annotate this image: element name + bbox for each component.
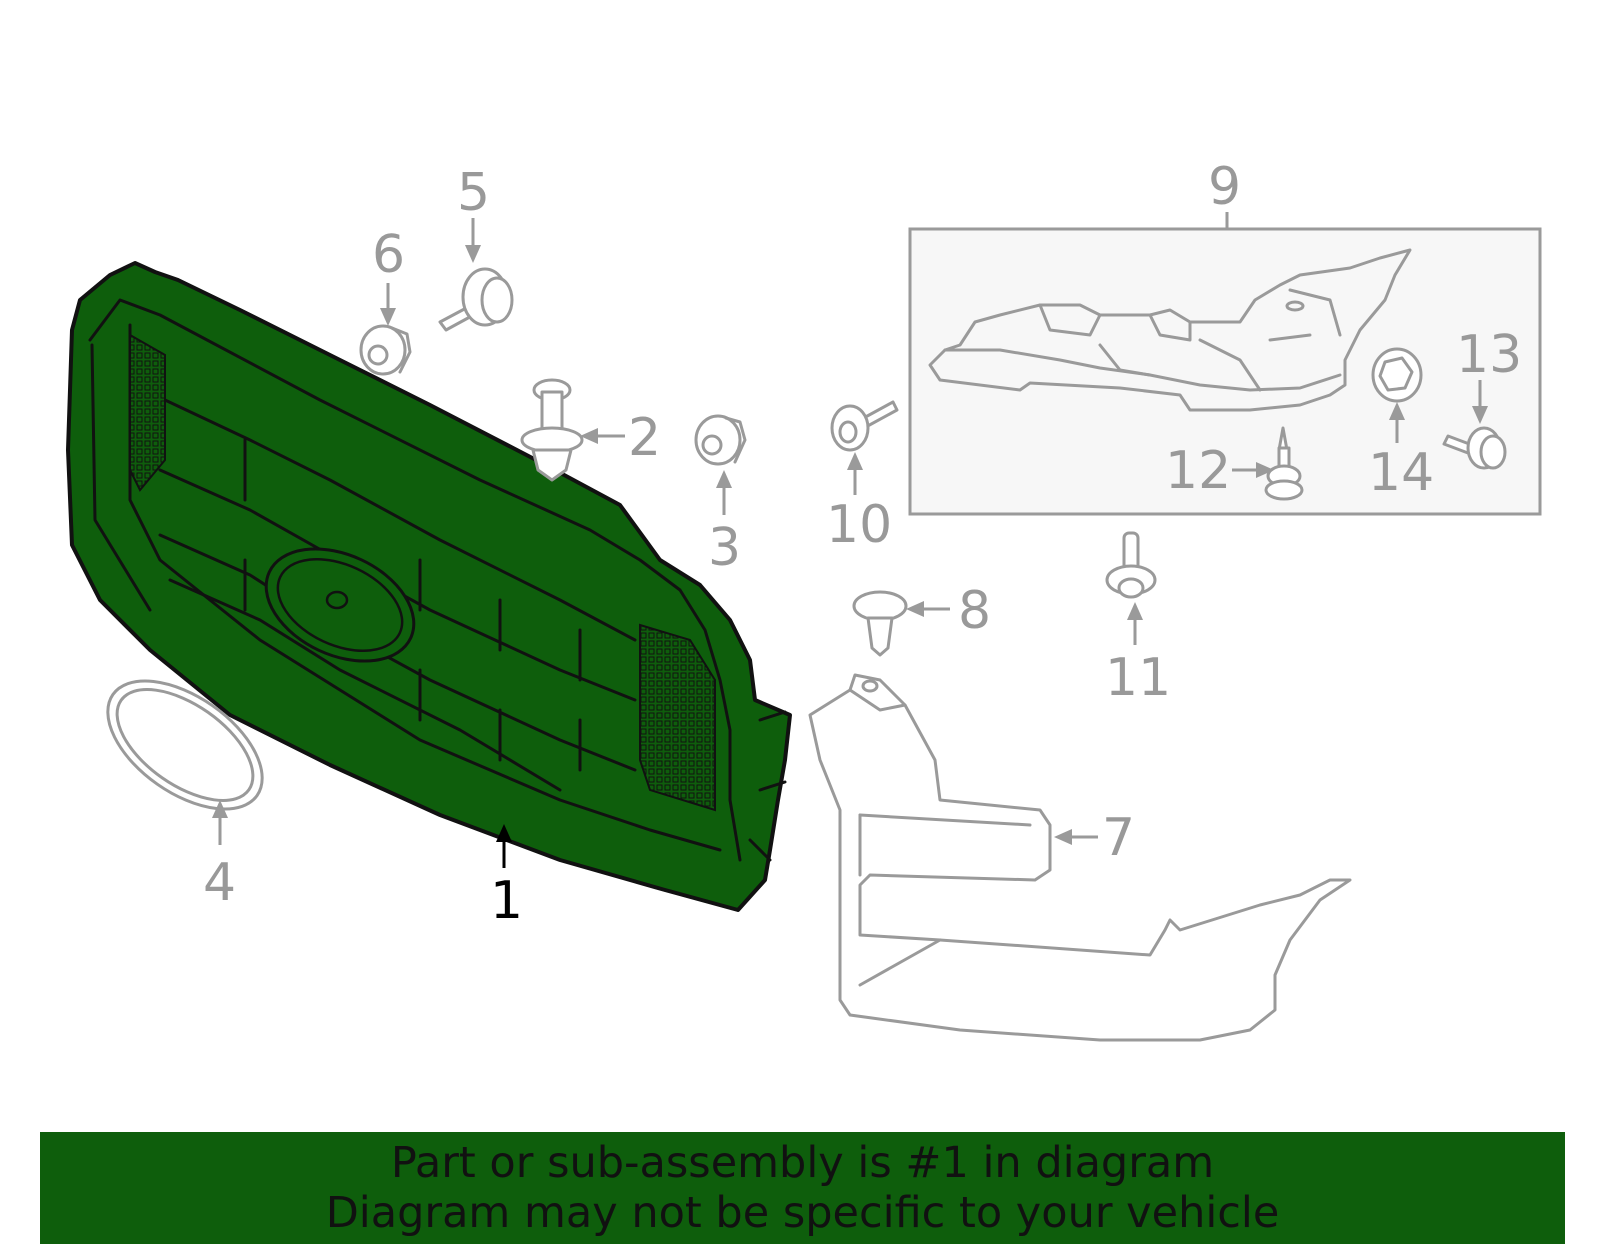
callout-5[interactable]: 5 (457, 163, 490, 223)
callout-14[interactable]: 14 (1368, 443, 1434, 503)
nut-part-3[interactable] (694, 414, 747, 466)
callout-11[interactable]: 11 (1105, 648, 1171, 708)
grille-part-1[interactable] (66, 261, 792, 912)
clip-part-8[interactable] (852, 590, 908, 657)
nut-part-14[interactable] (1371, 347, 1423, 403)
nut-part-6[interactable] (359, 324, 412, 376)
bolt-part-10[interactable] (830, 400, 899, 452)
callout-10[interactable]: 10 (826, 495, 892, 555)
callout-3[interactable]: 3 (708, 518, 741, 578)
callout-12[interactable]: 12 (1165, 441, 1231, 501)
bracket-part-7[interactable] (808, 673, 1352, 1042)
push-pin-part-2[interactable] (520, 378, 584, 482)
banner-line-disclaimer: Diagram may not be specific to your vehi… (325, 1188, 1280, 1238)
bolt-part-5[interactable] (438, 267, 514, 332)
callout-6[interactable]: 6 (372, 225, 405, 285)
stud-part-12[interactable] (1264, 426, 1304, 501)
callout-13[interactable]: 13 (1456, 325, 1522, 385)
bracket-assembly-part-9[interactable] (908, 227, 1542, 516)
callout-labels: 1 2 3 4 5 6 7 8 9 10 11 12 13 14 (203, 157, 1522, 931)
callout-7[interactable]: 7 (1102, 808, 1135, 868)
callout-9[interactable]: 9 (1208, 157, 1241, 217)
info-banner: Part or sub-assembly is #1 in diagram Di… (40, 1132, 1565, 1244)
callout-2[interactable]: 2 (628, 408, 661, 468)
stud-part-11[interactable] (1105, 531, 1157, 599)
leader-arrows (212, 212, 1488, 868)
callout-1[interactable]: 1 (490, 871, 523, 931)
emblem-ring-part-4[interactable] (85, 655, 284, 835)
callout-4[interactable]: 4 (203, 853, 236, 913)
banner-line-part-info: Part or sub-assembly is #1 in diagram (390, 1138, 1215, 1188)
bolt-part-13[interactable] (1442, 426, 1507, 470)
callout-8[interactable]: 8 (958, 581, 991, 641)
